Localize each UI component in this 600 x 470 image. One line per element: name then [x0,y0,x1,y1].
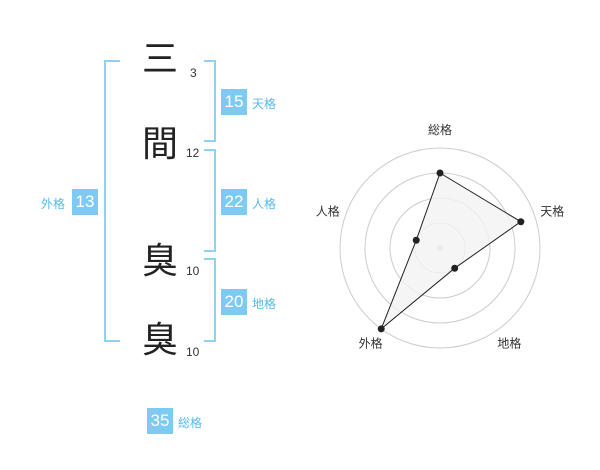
stroke-count-1: 3 [190,66,197,80]
soukaku-value: 35 [147,408,173,434]
chikaku-value: 20 [221,289,247,315]
stroke-count-2: 12 [186,146,200,160]
radar-area [380,172,522,330]
radar-point [517,218,525,226]
radar-axis-label: 外格 [359,335,383,350]
tenkaku-value: 15 [221,89,247,115]
jinkaku-label: 人格 [252,197,277,211]
stroke-count-4: 10 [186,345,200,359]
radar-point [412,236,420,244]
name-char-3: 臭 [141,241,178,282]
tenkaku-bracket [204,60,216,142]
radar-axis-label: 総格 [428,122,452,137]
radar-point [377,325,385,333]
name-char-2: 間 [141,124,178,165]
radar-point [451,264,459,272]
tenkaku-label: 天格 [252,97,277,111]
jinkaku-bracket [204,149,216,252]
gaikaku-bracket [104,60,120,342]
jinkaku-value: 22 [221,189,247,215]
name-char-4: 臭 [141,320,178,361]
gaikaku-label: 外格 [41,197,66,211]
radar-axis-label: 人格 [316,204,340,219]
gaikaku-value: 13 [72,189,98,215]
chikaku-label: 地格 [252,297,277,311]
name-char-1: 三 [141,39,178,80]
radar-axis-label: 地格 [497,335,521,350]
radar-point [436,169,444,177]
radar-axis-label: 天格 [540,204,564,219]
stroke-count-3: 10 [186,264,200,278]
soukaku-label: 総格 [178,416,203,430]
chikaku-bracket [204,258,216,342]
radar-ring [339,147,541,349]
